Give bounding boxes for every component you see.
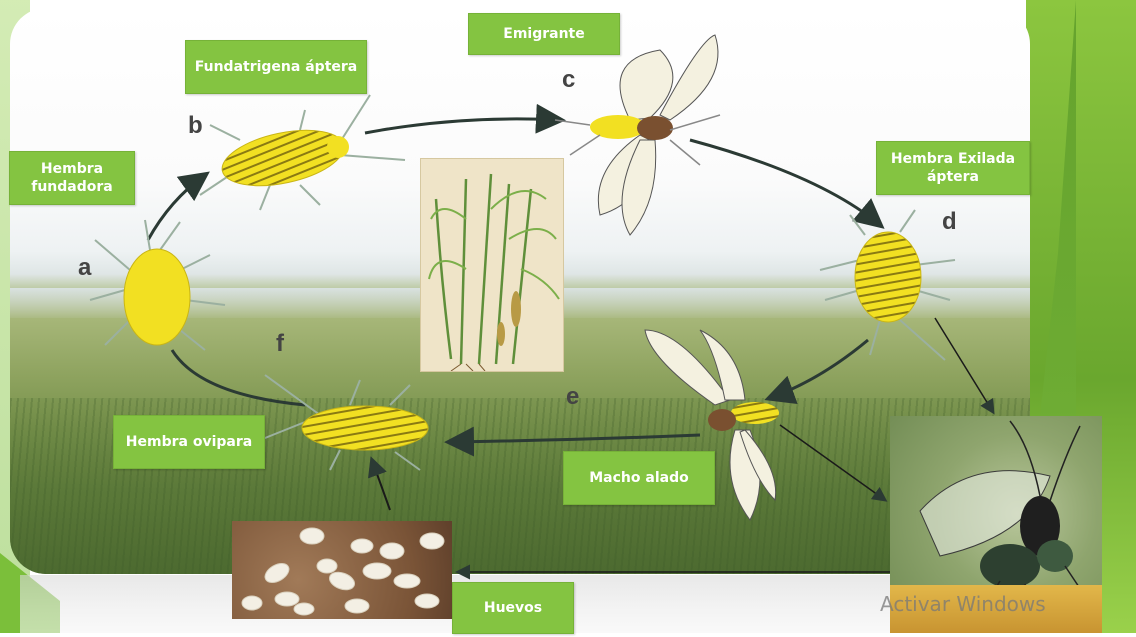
aphid-f-hembra-ovipara xyxy=(260,375,428,470)
oat-plant-drawing xyxy=(421,159,563,371)
pointer-eggs-to-f xyxy=(372,460,390,510)
label-hembra-fundadora: Hembra fundadora xyxy=(9,151,135,205)
arrow-f-to-a xyxy=(172,350,305,405)
stage-letter-c: c xyxy=(562,66,575,94)
stage-letter-b: b xyxy=(188,112,203,140)
pointer-d-to-photo xyxy=(935,318,993,412)
pointer-e-to-photo xyxy=(780,425,885,500)
stage-letter-f: f xyxy=(276,330,284,358)
arrow-d-to-e xyxy=(770,340,868,398)
stage-letter-a: a xyxy=(78,254,91,282)
label-hembra-exilada-aptera: Hembra Exilada áptera xyxy=(876,141,1030,195)
aphid-d-hembra-exilada-aptera xyxy=(820,210,955,360)
aphid-b-fundatrigena-aptera xyxy=(200,95,405,210)
label-fundatrigena-aptera: Fundatrigena áptera xyxy=(185,40,367,94)
stage-letter-d: d xyxy=(942,208,957,236)
oat-plant-illustration xyxy=(420,158,564,372)
label-macho-alado: Macho alado xyxy=(563,451,715,505)
label-hembra-ovipara: Hembra ovipara xyxy=(113,415,265,469)
arrow-b-to-c xyxy=(365,119,560,133)
windows-activation-watermark: Activar Windows xyxy=(880,592,1046,616)
arrow-e-to-f xyxy=(450,435,700,442)
eggs-photo xyxy=(232,521,452,619)
arrow-c-to-d xyxy=(690,140,880,225)
arrow-a-to-b xyxy=(148,175,205,240)
stage-letter-e: e xyxy=(566,383,579,411)
aphid-c-emigrante xyxy=(555,35,720,235)
label-emigrante: Emigrante xyxy=(468,13,620,55)
label-huevos: Huevos xyxy=(452,582,574,634)
aphid-a-hembra-fundadora xyxy=(90,220,225,350)
eggs-drawing xyxy=(232,521,452,619)
